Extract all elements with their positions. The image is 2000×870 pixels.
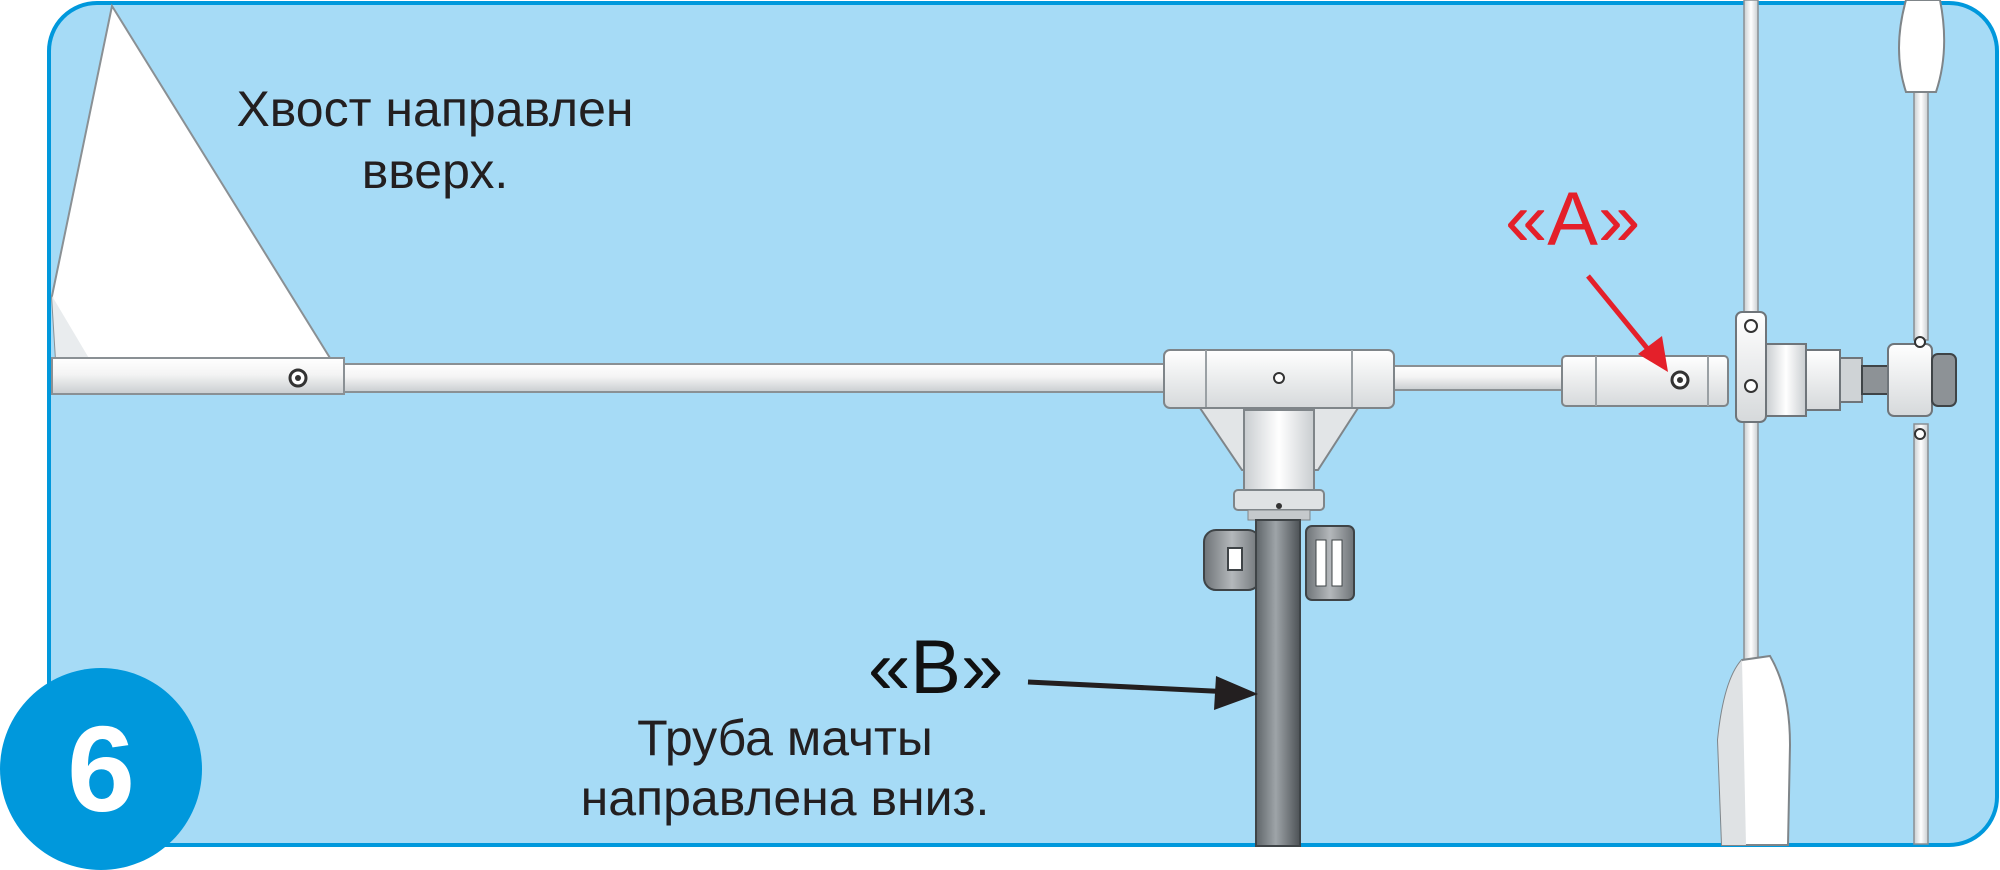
tail-note-line1: Хвост направлен <box>236 81 634 137</box>
arrow-b <box>1027 679 1233 695</box>
step-number-badge: 6 <box>0 668 202 870</box>
tail-direction-note: Хвост направлен вверх. <box>200 78 670 202</box>
sleeve-a <box>1561 355 1729 407</box>
background-panel <box>47 1 1999 847</box>
vane-blades <box>1716 0 1946 846</box>
marker-b-label: «B» <box>868 625 1004 710</box>
vane-rods <box>1743 0 1929 845</box>
tail-fin <box>50 3 332 362</box>
arrow-b-head <box>1214 676 1258 710</box>
tail-note-line2: вверх. <box>361 143 509 199</box>
mast-clamp <box>1203 525 1355 601</box>
mast-tube <box>1255 519 1301 847</box>
t-connector <box>1163 349 1395 521</box>
marker-a-label: «A» <box>1505 177 1641 262</box>
mast-note-line1: Труба мачты <box>637 710 933 766</box>
arrow-a-head <box>1638 336 1668 372</box>
mast-note-line2: направлена вниз. <box>580 770 990 826</box>
mast-direction-note: Труба мачты направлена вниз. <box>520 708 1050 828</box>
tail-boom <box>51 357 1565 395</box>
rotor-hub <box>1735 311 1957 440</box>
